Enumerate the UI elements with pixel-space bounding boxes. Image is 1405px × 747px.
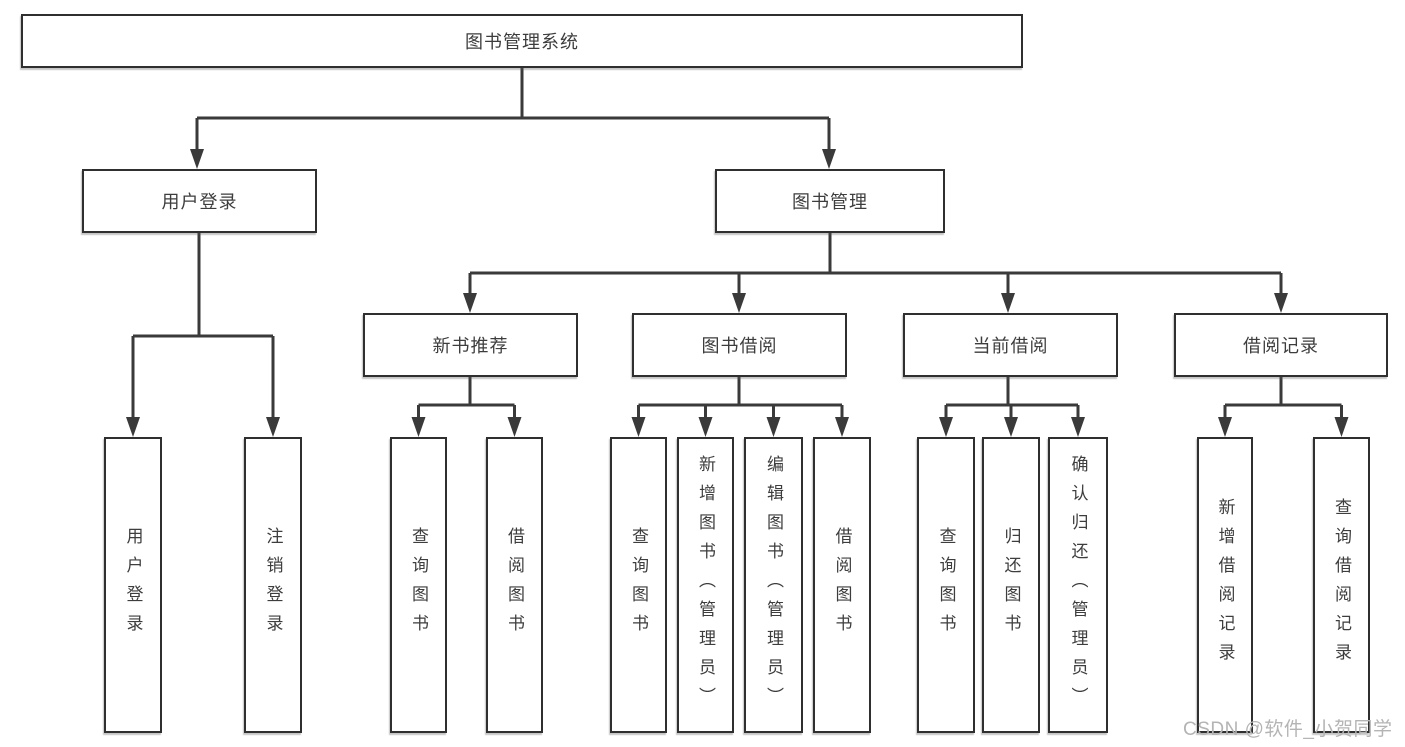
node-current-borrowing: 当前借阅 [903, 313, 1118, 377]
csdn-watermark: CSDN @软件_小贺同学 [1183, 719, 1393, 740]
leaf-borrow-books-borrowing: 借阅图书 [813, 437, 871, 733]
leaf-query-books-current: 查询图书 [917, 437, 975, 733]
leaf-user-login: 用户登录 [104, 437, 162, 733]
leaf-confirm-return-admin: 确认归还（管理员） [1048, 437, 1108, 733]
leaf-query-books-recommend: 查询图书 [390, 437, 447, 733]
leaf-return-book: 归还图书 [982, 437, 1040, 733]
node-book-borrowing: 图书借阅 [632, 313, 847, 377]
node-library-management-system: 图书管理系统 [21, 14, 1023, 68]
leaf-add-borrow-record: 新增借阅记录 [1197, 437, 1253, 733]
leaf-edit-book-admin: 编辑图书（管理员） [744, 437, 803, 733]
node-user-login: 用户登录 [82, 169, 317, 233]
leaf-logout: 注销登录 [244, 437, 302, 733]
leaf-query-borrow-record: 查询借阅记录 [1313, 437, 1370, 733]
leaf-query-books-borrowing: 查询图书 [610, 437, 667, 733]
leaf-borrow-books-recommend: 借阅图书 [486, 437, 543, 733]
leaf-add-book-admin: 新增图书（管理员） [677, 437, 734, 733]
node-borrowing-records: 借阅记录 [1174, 313, 1388, 377]
node-new-book-recommendation: 新书推荐 [363, 313, 578, 377]
node-book-management: 图书管理 [715, 169, 945, 233]
